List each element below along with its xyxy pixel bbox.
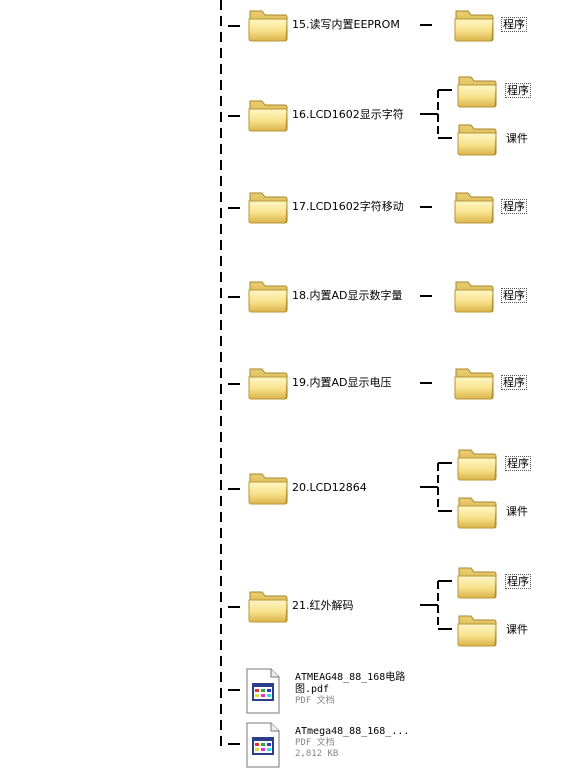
node-label[interactable]: 19.内置AD显示电压 bbox=[292, 376, 392, 389]
child-label[interactable]: 程序 bbox=[501, 17, 527, 32]
folder-icon[interactable] bbox=[456, 610, 498, 648]
child-label[interactable]: 程序 bbox=[501, 375, 527, 390]
folder-icon[interactable] bbox=[247, 468, 289, 506]
child-label[interactable]: 课件 bbox=[506, 132, 528, 145]
folder-icon[interactable] bbox=[247, 363, 289, 401]
folder-icon[interactable] bbox=[247, 187, 289, 225]
folder-icon[interactable] bbox=[247, 5, 289, 43]
node-label[interactable]: 21.红外解码 bbox=[292, 599, 354, 612]
pdf-file-icon[interactable] bbox=[246, 722, 280, 768]
folder-icon[interactable] bbox=[453, 363, 495, 401]
file-name-line[interactable]: 图.pdf bbox=[295, 684, 330, 695]
folder-icon[interactable] bbox=[456, 562, 498, 600]
folder-icon[interactable] bbox=[247, 586, 289, 624]
folder-icon[interactable] bbox=[456, 492, 498, 530]
file-name-line[interactable]: ATMEAG48_88_168电路 bbox=[295, 672, 406, 683]
folder-icon[interactable] bbox=[247, 276, 289, 314]
folder-icon[interactable] bbox=[453, 187, 495, 225]
child-label[interactable]: 程序 bbox=[501, 288, 527, 303]
folder-icon[interactable] bbox=[456, 119, 498, 157]
node-label[interactable]: 17.LCD1602字符移动 bbox=[292, 200, 404, 213]
folder-icon[interactable] bbox=[453, 276, 495, 314]
child-label[interactable]: 程序 bbox=[505, 456, 531, 471]
file-name-line[interactable]: ATmega48_88_168_... bbox=[295, 726, 410, 737]
node-label[interactable]: 20.LCD12864 bbox=[292, 481, 367, 494]
folder-icon[interactable] bbox=[456, 71, 498, 109]
child-label[interactable]: 程序 bbox=[505, 574, 531, 589]
folder-icon[interactable] bbox=[453, 5, 495, 43]
folder-icon[interactable] bbox=[456, 444, 498, 482]
node-label[interactable]: 15.读写内置EEPROM bbox=[292, 18, 400, 31]
file-size: 2,812 KB bbox=[295, 749, 339, 759]
node-label[interactable]: 18.内置AD显示数字量 bbox=[292, 289, 403, 302]
folder-icon[interactable] bbox=[247, 95, 289, 133]
child-label[interactable]: 课件 bbox=[506, 623, 528, 636]
file-type: PDF 文档 bbox=[295, 738, 335, 748]
child-label[interactable]: 程序 bbox=[501, 199, 527, 214]
pdf-file-icon[interactable] bbox=[246, 668, 280, 714]
file-type: PDF 文档 bbox=[295, 696, 335, 706]
child-label[interactable]: 程序 bbox=[505, 83, 531, 98]
node-label[interactable]: 16.LCD1602显示字符 bbox=[292, 108, 404, 121]
child-label[interactable]: 课件 bbox=[506, 505, 528, 518]
